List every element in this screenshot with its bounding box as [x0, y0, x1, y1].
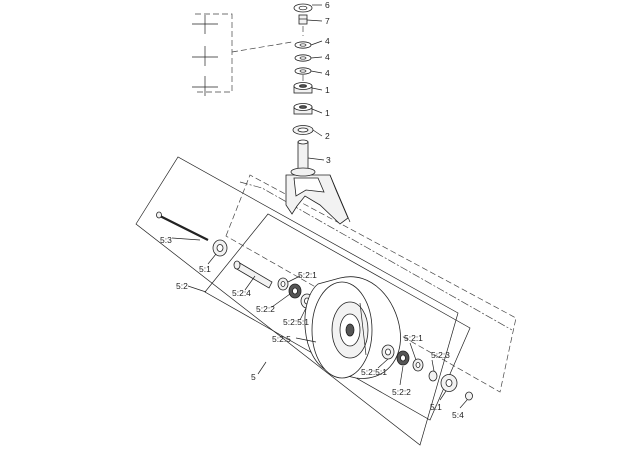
callout-5-2-5-1-a: 5:2:5:1	[283, 317, 309, 327]
reference-outline-dashdot	[239, 181, 513, 331]
part-5-2-3-bushing	[428, 370, 438, 382]
callout-5-4: 5:4	[452, 410, 464, 420]
callout-7: 7	[325, 16, 330, 26]
part-2-seal	[292, 125, 314, 135]
part-7-grease-fitting	[298, 14, 308, 25]
part-5-2-2-bearing-left	[288, 283, 302, 299]
callout-5-2-2-b: 5:2:2	[392, 387, 411, 397]
callout-2: 2	[325, 131, 330, 141]
part-1-bearing-lower	[293, 103, 313, 115]
part-5-2-1-seal-right	[412, 358, 424, 372]
shim-leader-dashed	[231, 41, 293, 53]
callout-5-2-5-1-b: 5:2:5:1	[361, 367, 387, 377]
callout-5: 5	[251, 372, 256, 382]
callout-1-b: 1	[325, 108, 330, 118]
part-4-shims	[294, 41, 312, 75]
callout-5-2-3: 5:2:3	[431, 350, 450, 360]
part-5-4-nut	[465, 391, 473, 401]
part-5-1-spacer-left	[212, 239, 228, 257]
callout-5-2-1-b: 5:2:1	[404, 333, 423, 343]
callout-5-1-a: 5:1	[199, 264, 211, 274]
callout-1-a: 1	[325, 85, 330, 95]
part-5-2-2-bearing-right	[396, 350, 410, 366]
callout-5-2-2-a: 5:2:2	[256, 304, 275, 314]
callout-4-b: 4	[325, 52, 330, 62]
callout-4-c: 4	[325, 68, 330, 78]
part-5-2-4-axle-tube	[233, 260, 273, 289]
shim-stack	[192, 15, 218, 96]
callout-4-a: 4	[325, 36, 330, 46]
assembly-outline-5	[135, 156, 459, 446]
part-5-2-5-wheel-tire	[304, 276, 401, 379]
callout-6: 6	[325, 0, 330, 10]
part-5-2-5-1-ring-right	[381, 344, 395, 360]
callout-5-2: 5:2	[176, 281, 188, 291]
part-3-caster-fork	[285, 139, 351, 225]
callout-3: 3	[326, 155, 331, 165]
part-5-3-axle-bolt	[156, 211, 209, 241]
callout-5-1-b: 5:1	[430, 402, 442, 412]
leader-lines	[171, 4, 468, 409]
part-1-bearing-upper	[293, 82, 313, 94]
callout-5-2-1-a: 5:2:1	[298, 270, 317, 280]
shim-group-bracket	[195, 13, 233, 93]
part-5-1-spacer-right	[440, 374, 458, 392]
callout-5-2-4: 5:2:4	[232, 288, 251, 298]
callout-5-3: 5:3	[160, 235, 172, 245]
part-6-cap	[293, 3, 313, 13]
part-5-2-1-seal-left	[277, 277, 289, 291]
callout-labels: 6 7 4 4 4 1 1 2 3 5:3 5:1 5:2 5:2:4 5:2:…	[160, 0, 464, 420]
callout-5-2-5: 5:2:5	[272, 334, 291, 344]
